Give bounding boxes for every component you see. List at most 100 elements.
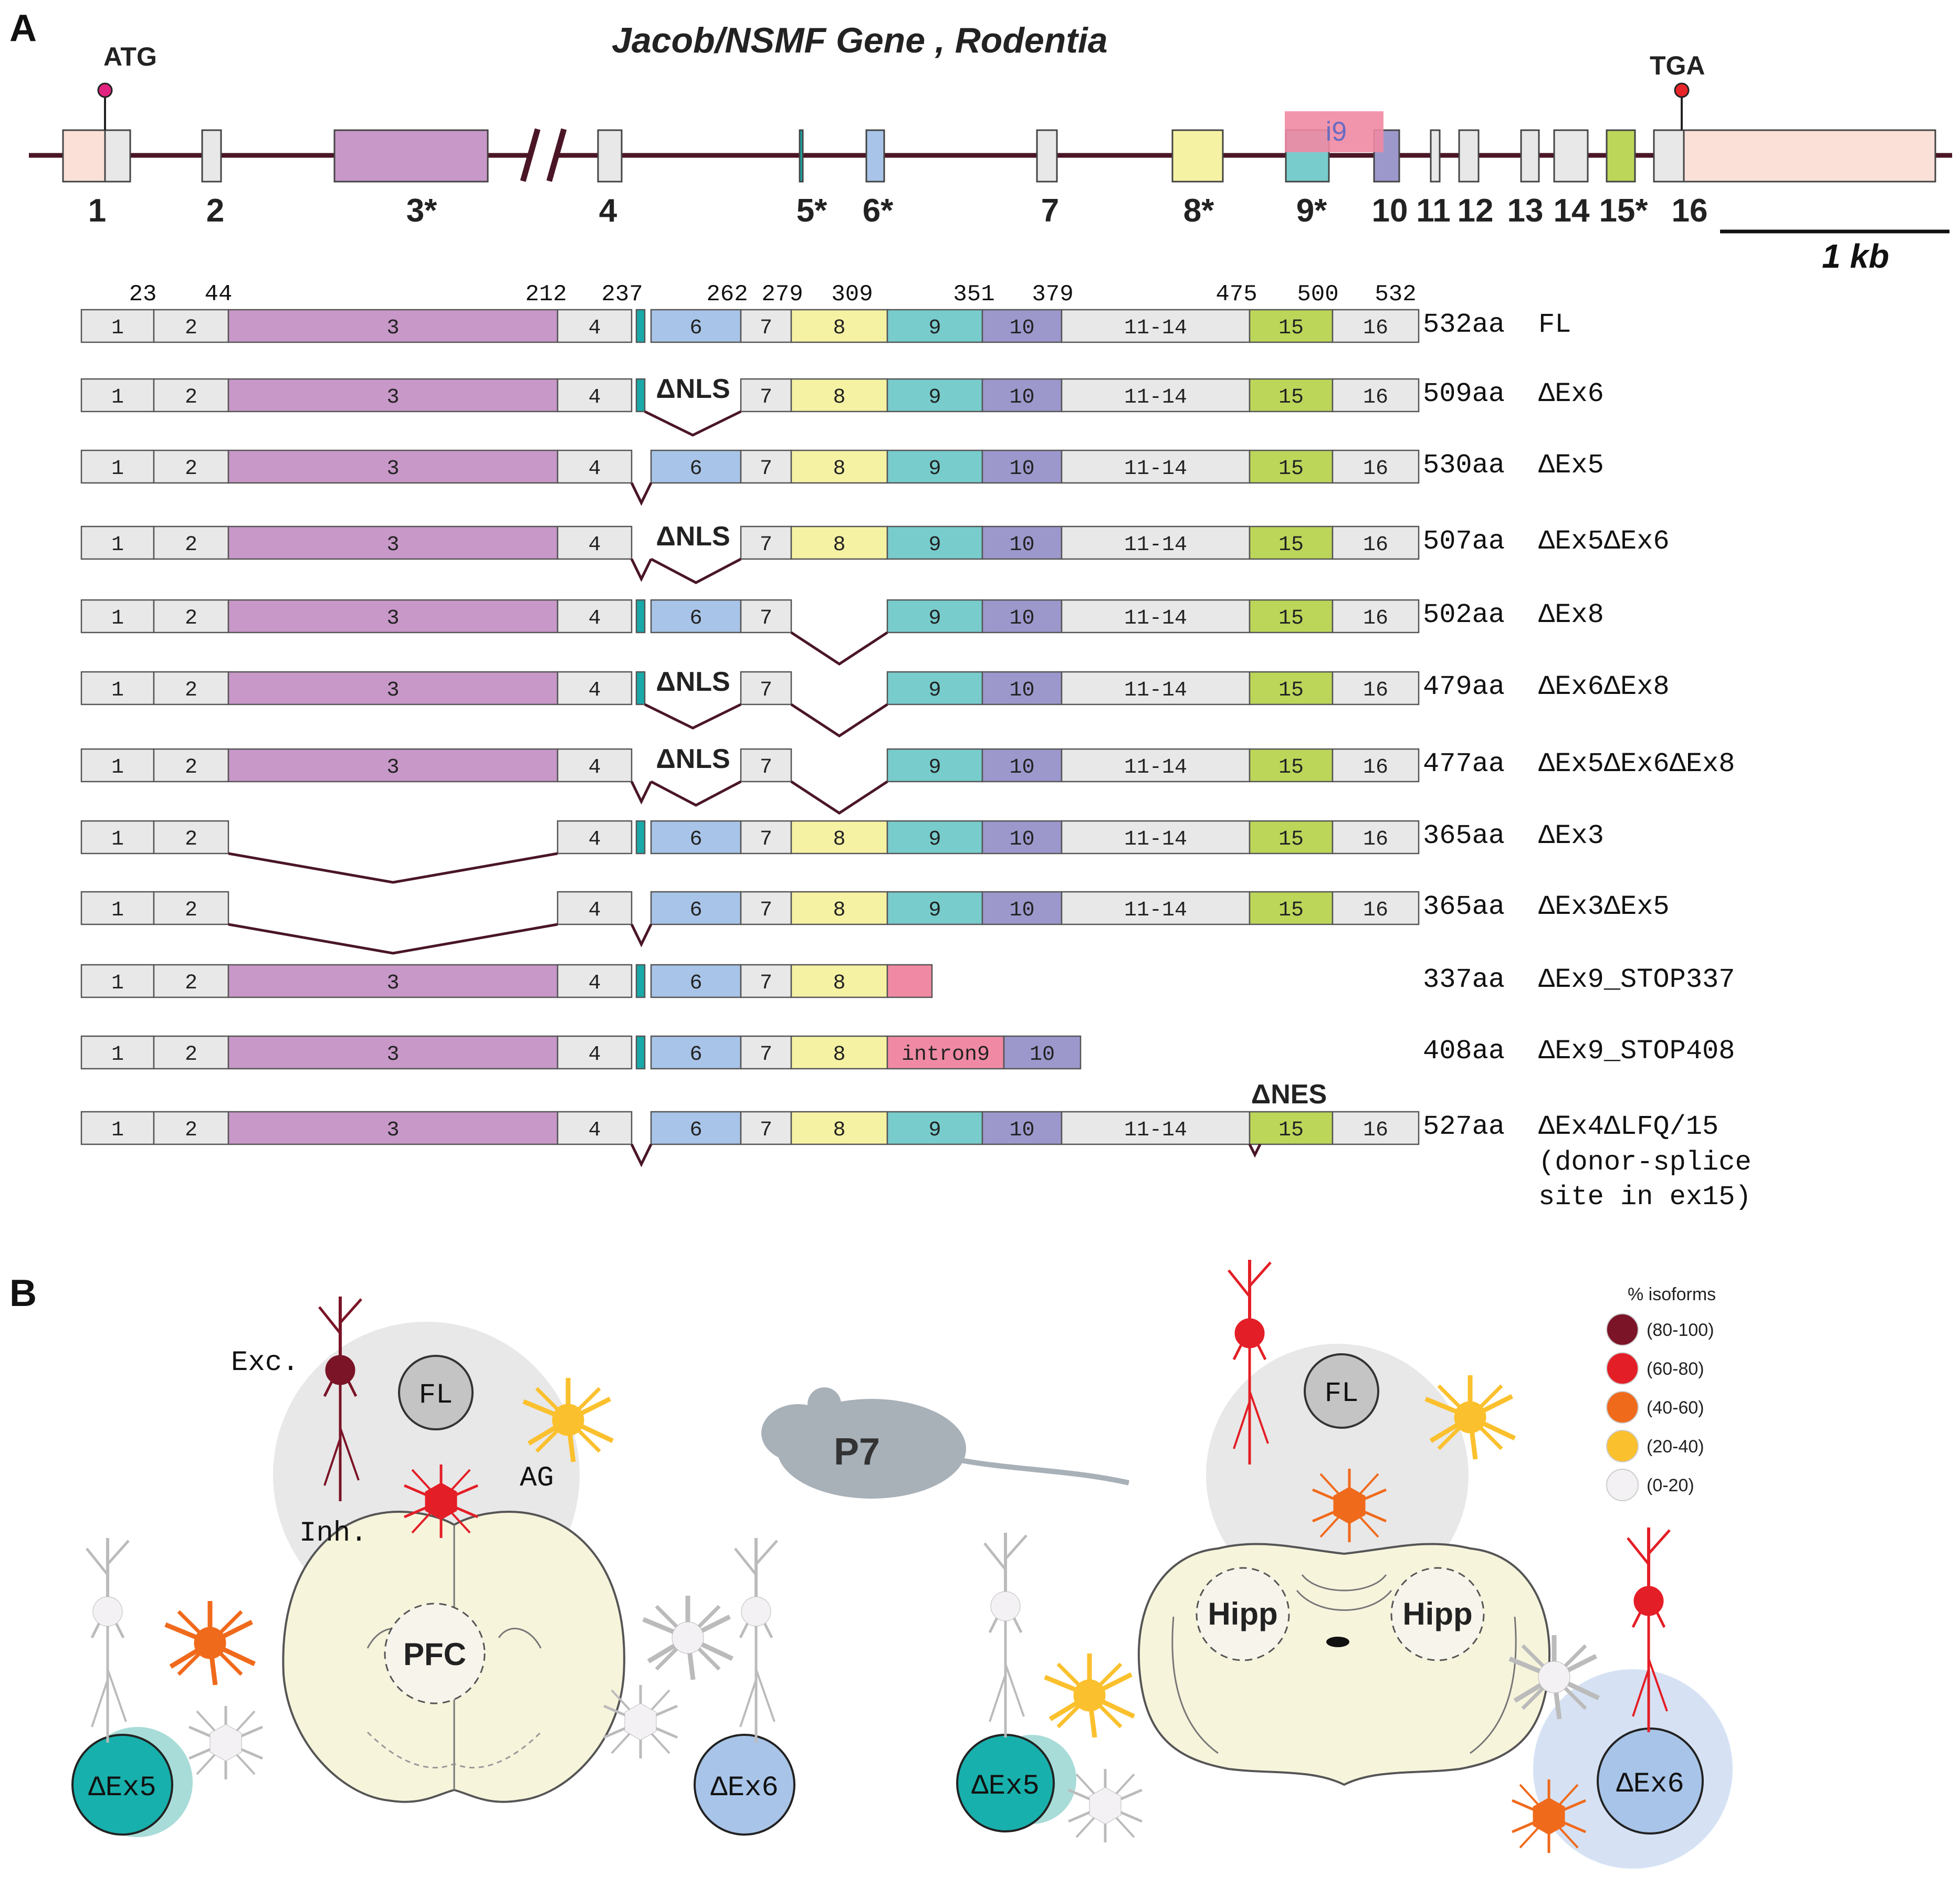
isoform-exon-label: 9 bbox=[928, 828, 941, 851]
isoform-exon-label: 15 bbox=[1278, 317, 1304, 340]
isoform-exon-label: 7 bbox=[760, 533, 772, 557]
start-codon-marker bbox=[97, 82, 113, 98]
isoform-exon-box bbox=[635, 671, 646, 705]
dex6-label-right: ΔEx6 bbox=[1616, 1768, 1684, 1800]
isoform-exon-box bbox=[80, 1111, 155, 1145]
isoform-exon-label: 10 bbox=[1009, 386, 1034, 409]
isoform-exon-box bbox=[1061, 748, 1251, 783]
isoform-exon-label: 15 bbox=[1278, 828, 1304, 851]
isoform-exon-label: 8 bbox=[833, 972, 845, 995]
isoform-exon-box bbox=[153, 964, 229, 998]
inh-label: Inh. bbox=[299, 1518, 368, 1550]
isoform-exon-box bbox=[740, 525, 792, 560]
isoform-exon-label: 1 bbox=[111, 899, 124, 922]
isoform-exon-label: 16 bbox=[1363, 1119, 1388, 1142]
isoform-exon-box bbox=[227, 309, 559, 343]
isoform-length: 527aa bbox=[1423, 1111, 1505, 1142]
splice-junction-line bbox=[630, 923, 653, 947]
isoform-exon-label: 9 bbox=[928, 679, 941, 702]
isoform-exon-label: 9 bbox=[928, 1119, 941, 1142]
isoform-exon-label: 10 bbox=[1009, 317, 1034, 340]
isoform-exon-label: 3 bbox=[386, 386, 399, 409]
isoform-exon-box bbox=[1249, 449, 1334, 484]
gene-exon-box bbox=[1171, 129, 1224, 183]
fl-label-left: FL bbox=[419, 1379, 453, 1411]
isoform-exon-box bbox=[886, 449, 983, 484]
isoform-exon-label: 3 bbox=[386, 317, 399, 340]
isoform-exon-box bbox=[886, 820, 983, 855]
excitatory-neuron-right-dex5 bbox=[984, 1533, 1026, 1737]
isoform-exon-box bbox=[635, 820, 646, 855]
panel-b-letter: B bbox=[9, 1272, 37, 1314]
isoform-exon-label: 10 bbox=[1009, 756, 1034, 779]
isoform-exon-box bbox=[1061, 891, 1251, 925]
isoform-exon-label: 4 bbox=[588, 457, 601, 481]
isoform-length: 337aa bbox=[1423, 964, 1505, 995]
isoform-exon-label: 9 bbox=[928, 533, 941, 557]
gene-exon-box bbox=[201, 129, 222, 183]
isoform-exon-box bbox=[740, 378, 792, 413]
isoform-length: 408aa bbox=[1423, 1036, 1505, 1067]
isoform-exon-label: 3 bbox=[386, 1043, 399, 1067]
isoform-exon-box bbox=[1061, 599, 1251, 634]
isoform-exon-label: 4 bbox=[588, 828, 601, 851]
isoform-exon-box bbox=[1332, 309, 1420, 343]
isoform-exon-label: 11-14 bbox=[1124, 607, 1187, 630]
dex5-label-right: ΔEx5 bbox=[971, 1771, 1040, 1803]
isoform-exon-label: 8 bbox=[833, 828, 845, 851]
isoform-exon-box bbox=[740, 449, 792, 484]
dnls-label: ΔNLS bbox=[656, 744, 730, 774]
isoform-exon-box bbox=[981, 599, 1063, 634]
splice-junction-line bbox=[644, 703, 742, 730]
isoform-name-line3: site in ex15) bbox=[1538, 1182, 1752, 1213]
isoform-exon-label: 11-14 bbox=[1124, 533, 1187, 557]
legend-label: (20-40) bbox=[1647, 1437, 1704, 1457]
isoform-exon-label: 9 bbox=[928, 756, 941, 779]
isoform-length: 479aa bbox=[1423, 671, 1505, 702]
isoform-exon-label: 10 bbox=[1009, 607, 1034, 630]
isoform-exon-label: 9 bbox=[928, 899, 941, 922]
pfc-label: PFC bbox=[403, 1637, 466, 1672]
isoform-exon-label: 3 bbox=[386, 679, 399, 702]
excitatory-neuron-left-dex6 bbox=[735, 1538, 777, 1743]
isoform-exon-box bbox=[227, 1111, 559, 1145]
isoform-exon-box bbox=[80, 891, 155, 925]
intron9-retention-box bbox=[1285, 111, 1383, 152]
isoform-exon-label: 1 bbox=[111, 1119, 124, 1142]
isoform-exon-box bbox=[557, 748, 633, 783]
isoform-exon-box bbox=[740, 309, 792, 343]
isoform-exon-label: 2 bbox=[185, 828, 197, 851]
gene-exon-label: 12 bbox=[1458, 193, 1494, 229]
gene-exon-box bbox=[1458, 129, 1480, 183]
isoform-name-line2: (donor-splice bbox=[1538, 1147, 1752, 1178]
isoform-exon-label: 16 bbox=[1363, 828, 1388, 851]
isoform-name: ΔEx8 bbox=[1538, 599, 1604, 630]
isoform-exon-label: 1 bbox=[111, 533, 124, 557]
isoform-exon-label: 1 bbox=[111, 828, 124, 851]
isoform-exon-box bbox=[1249, 309, 1334, 343]
gene-exon-label: 9* bbox=[1296, 193, 1327, 229]
isoform-exon-label: 7 bbox=[760, 679, 772, 702]
isoform-exon-label: 1 bbox=[111, 1043, 124, 1067]
isoform-exon-box bbox=[227, 378, 559, 413]
isoform-exon-label: 9 bbox=[928, 457, 941, 481]
isoform-exon-label: 4 bbox=[588, 386, 601, 409]
isoform-exon-box bbox=[790, 378, 888, 413]
isoform-exon-box bbox=[153, 449, 229, 484]
isoform-exon-label: 2 bbox=[185, 386, 197, 409]
isoform-name: ΔEx6ΔEx8 bbox=[1538, 671, 1670, 702]
isoform-exon-label: 1 bbox=[111, 679, 124, 702]
isoform-exon-box bbox=[153, 1035, 229, 1070]
isoform-exon-label: 11-14 bbox=[1124, 679, 1187, 702]
gene-exon-box bbox=[104, 129, 131, 183]
isoform-exon-label: 4 bbox=[588, 756, 601, 779]
isoform-exon-box bbox=[557, 891, 633, 925]
isoform-exon-label: 4 bbox=[588, 899, 601, 922]
aa-position-number: 23 bbox=[129, 281, 157, 308]
isoform-exon-box bbox=[790, 1035, 888, 1070]
isoform-exon-label: 3 bbox=[386, 972, 399, 995]
isoform-exon-box bbox=[981, 525, 1063, 560]
